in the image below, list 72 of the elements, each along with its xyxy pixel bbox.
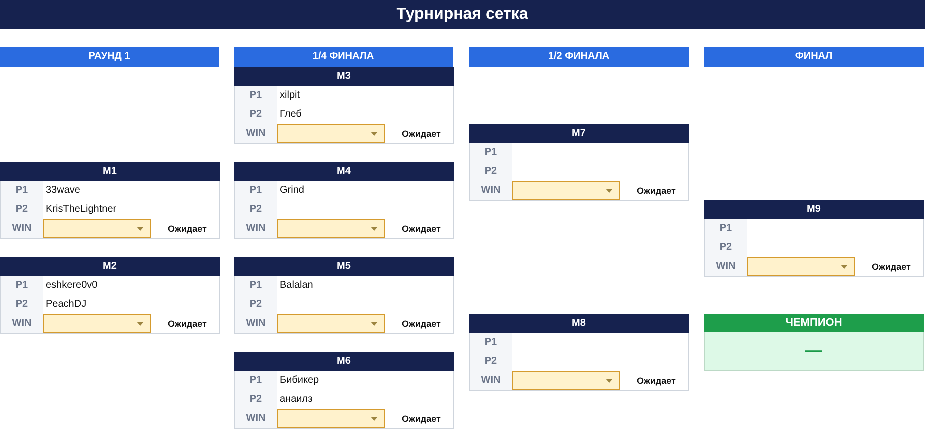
row-label: P1: [235, 181, 277, 200]
row-label: WIN: [235, 314, 277, 333]
row-label: P2: [470, 352, 512, 371]
row-label: P2: [235, 295, 277, 314]
status-text: Ожидает: [402, 128, 441, 141]
status-text: Ожидает: [402, 318, 441, 331]
row-label: P2: [235, 105, 277, 124]
row-label: P2: [1, 200, 43, 219]
status-text: Ожидает: [872, 261, 911, 274]
player-name: 33wave: [46, 184, 80, 198]
row-label: P2: [235, 390, 277, 409]
player-name: eshkere0v0: [46, 279, 98, 293]
row-label: WIN: [235, 124, 277, 143]
match-header: M1: [0, 162, 220, 181]
row-label: P1: [235, 86, 277, 105]
match-header: M9: [704, 200, 924, 219]
diagram-title: Турнирная сетка: [0, 0, 925, 29]
round-header: 1/4 ФИНАЛА: [234, 47, 453, 67]
player-name: KrisTheLightner: [46, 203, 117, 217]
match-header: M8: [469, 314, 689, 333]
row-label: P2: [470, 162, 512, 181]
champion-header: ЧЕМПИОН: [704, 314, 924, 332]
status-text: Ожидает: [168, 223, 207, 236]
row-label: P1: [235, 371, 277, 390]
status-text: Ожидает: [637, 185, 676, 198]
row-label: WIN: [1, 219, 43, 238]
status-text: Ожидает: [168, 318, 207, 331]
row-label: WIN: [235, 409, 277, 428]
player-name: Grind: [280, 184, 304, 198]
status-text: Ожидает: [402, 413, 441, 426]
status-text: Ожидает: [637, 375, 676, 388]
row-label: P1: [470, 333, 512, 352]
row-label: P1: [705, 219, 747, 238]
match-header: M4: [234, 162, 454, 181]
match-card: [469, 314, 689, 391]
match-header: M3: [234, 67, 454, 86]
match-header: M6: [234, 352, 454, 371]
row-label: P1: [235, 276, 277, 295]
match-card: [234, 352, 454, 429]
match-header: M5: [234, 257, 454, 276]
row-label: WIN: [470, 181, 512, 200]
round-header: ФИНАЛ: [704, 47, 924, 67]
player-name: Balalan: [280, 279, 314, 293]
player-name: Глеб: [280, 108, 302, 122]
match-card: [234, 257, 454, 334]
player-name: анаилз: [280, 393, 313, 407]
player-name: PeachDJ: [46, 298, 87, 312]
row-label: P2: [705, 238, 747, 257]
row-label: P1: [470, 143, 512, 162]
row-label: P1: [1, 181, 43, 200]
row-label: WIN: [705, 257, 747, 276]
match-header: M7: [469, 124, 689, 143]
champion-value: —: [806, 341, 822, 360]
champion-card: [704, 314, 924, 371]
row-label: WIN: [235, 219, 277, 238]
row-label: WIN: [470, 371, 512, 390]
player-name: Бибикер: [280, 374, 320, 388]
round-header: 1/2 ФИНАЛА: [469, 47, 689, 67]
match-card: [469, 124, 689, 201]
status-text: Ожидает: [402, 223, 441, 236]
row-label: WIN: [1, 314, 43, 333]
row-label: P2: [1, 295, 43, 314]
match-card: [234, 162, 454, 239]
match-card: [0, 257, 220, 334]
player-name: xilpit: [280, 89, 300, 103]
row-label: P1: [1, 276, 43, 295]
row-label: P2: [235, 200, 277, 219]
match-card: [234, 67, 454, 144]
match-header: M2: [0, 257, 220, 276]
match-card: [704, 200, 924, 277]
round-header: РАУНД 1: [0, 47, 219, 67]
match-card: [0, 162, 220, 239]
